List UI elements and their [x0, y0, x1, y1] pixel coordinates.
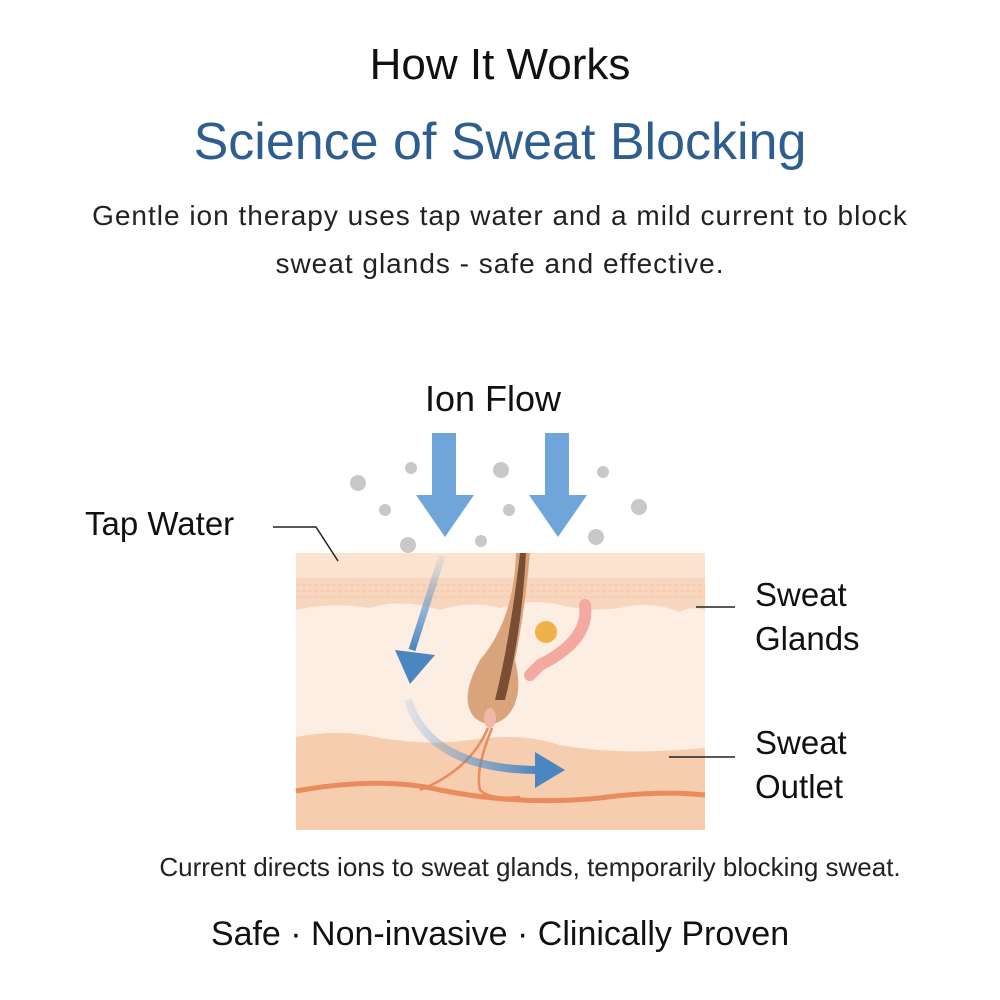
epidermis-top	[296, 553, 705, 578]
sweat-gland-duct	[524, 599, 592, 681]
sweat-outlet-label-line2: Outlet	[755, 768, 844, 805]
blood-vessel	[295, 780, 706, 804]
page-subtitle: Science of Sweat Blocking	[193, 113, 807, 171]
hair-shaft	[495, 553, 526, 700]
sweat-glands-label-line1: Sweat	[755, 576, 847, 613]
ion-flow-arrows	[416, 433, 587, 537]
hair-bulb	[484, 708, 496, 728]
sweat-glands-label-line2: Glands	[755, 620, 860, 657]
subcutaneous-layer	[296, 732, 705, 830]
description-text: Gentle ion therapy uses tap water and a …	[92, 200, 908, 279]
diagram-caption: Current directs ions to sweat glands, te…	[159, 852, 901, 882]
hair-follicle	[467, 553, 530, 724]
page-heading: How It Works	[369, 40, 631, 89]
sebaceous-gland	[535, 621, 557, 643]
ion-flow-label: Ion Flow	[425, 378, 562, 419]
epidermis-stratum	[296, 578, 705, 612]
tap-water-label: Tap Water	[85, 505, 235, 542]
footer-tagline: Safe · Non-invasive · Clinically Proven	[210, 915, 790, 953]
sweat-outlet-label-line1: Sweat	[755, 724, 847, 761]
